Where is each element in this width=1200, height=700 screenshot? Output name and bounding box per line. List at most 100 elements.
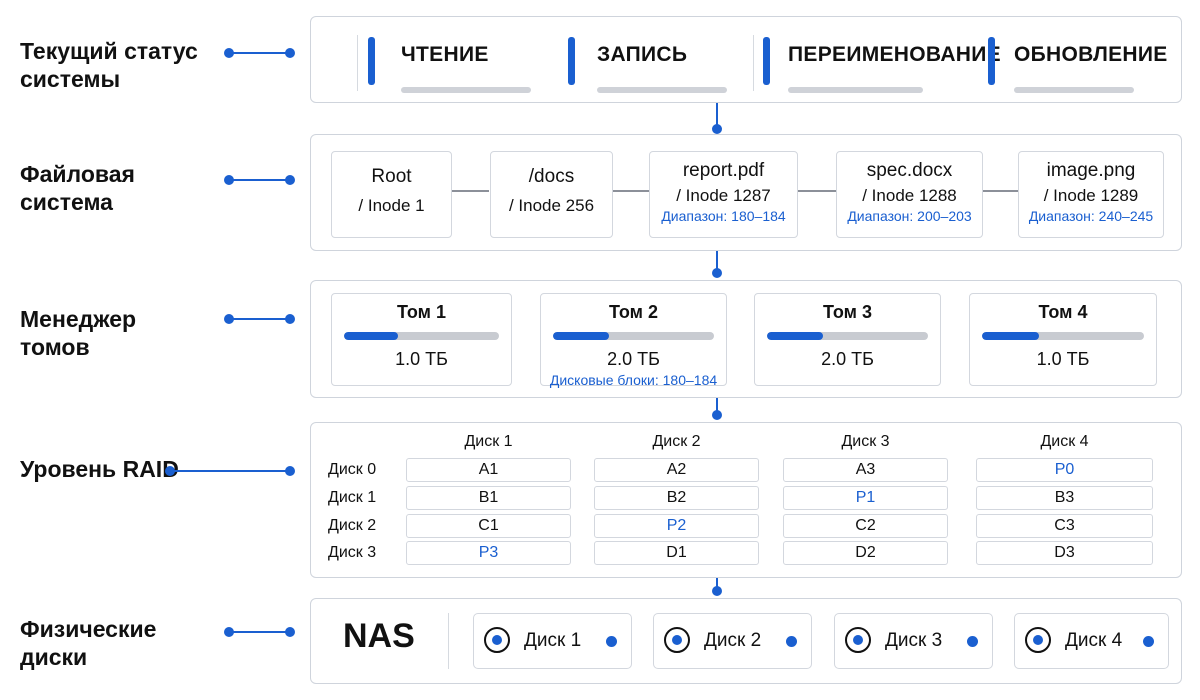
- volume-usage-fill: [553, 332, 610, 340]
- volume-usage-bar: [982, 332, 1144, 340]
- fs-link: [797, 190, 836, 192]
- status-underline: [788, 87, 923, 93]
- fs-node-range: Диапазон: 180–184: [661, 208, 786, 224]
- fs-node-name: Root: [371, 166, 412, 187]
- fs-node-inode: / Inode 1287: [676, 186, 771, 205]
- volume-usage-bar: [344, 332, 499, 340]
- row-label-status: Текущий статус системы: [20, 38, 198, 92]
- status-indicator: [368, 37, 375, 85]
- raid-block-cell[interactable]: C2: [783, 514, 948, 538]
- volume-usage-bar: [767, 332, 928, 340]
- status-write[interactable]: ЗАПИСЬ: [568, 17, 748, 102]
- status-label: ЧТЕНИЕ: [401, 43, 489, 66]
- fs-node-spec-docx[interactable]: spec.docx / Inode 1288 Диапазон: 200–203: [836, 151, 983, 238]
- raid-column-header: Диск 2: [652, 433, 701, 450]
- disk-name: Диск 4: [1065, 630, 1123, 651]
- physical-disks-panel: NAS Диск 1 Диск 2 Диск 3 Диск 4: [310, 598, 1182, 684]
- raid-block-cell[interactable]: A3: [783, 458, 948, 482]
- volume-size: 1.0 ТБ: [395, 349, 448, 369]
- fs-node-docs[interactable]: /docs / Inode 256: [490, 151, 613, 238]
- disk-card-4[interactable]: Диск 4: [1014, 613, 1169, 669]
- fs-node-name: /docs: [528, 166, 575, 187]
- raid-block-cell[interactable]: B3: [976, 486, 1153, 510]
- status-label: ЗАПИСЬ: [597, 43, 688, 66]
- disk-status-led: [967, 636, 978, 647]
- raid-block-cell[interactable]: B2: [594, 486, 759, 510]
- disk-icon: [484, 627, 510, 653]
- fs-node-inode: / Inode 256: [508, 196, 595, 215]
- raid-parity-cell[interactable]: P1: [783, 486, 948, 510]
- status-indicator: [763, 37, 770, 85]
- raid-parity-cell[interactable]: P3: [406, 541, 571, 565]
- volume-card-3[interactable]: Том 3 2.0 ТБ: [754, 293, 941, 386]
- status-update[interactable]: ОБНОВЛЕНИЕ: [988, 17, 1178, 102]
- disk-card-3[interactable]: Диск 3: [834, 613, 993, 669]
- disk-card-1[interactable]: Диск 1: [473, 613, 632, 669]
- fs-link: [451, 190, 489, 192]
- filesystem-panel: Root / Inode 1 /docs / Inode 256 report.…: [310, 134, 1182, 251]
- fs-node-image-png[interactable]: image.png / Inode 1289 Диапазон: 240–245: [1018, 151, 1164, 238]
- raid-parity-cell[interactable]: P0: [976, 458, 1153, 482]
- row-label-filesystem: Файловая система: [20, 161, 135, 215]
- disk-status-led: [606, 636, 617, 647]
- disk-card-2[interactable]: Диск 2: [653, 613, 812, 669]
- status-label: ОБНОВЛЕНИЕ: [1014, 43, 1168, 66]
- fs-node-inode: / Inode 1: [358, 196, 425, 215]
- fs-node-range: Диапазон: 200–203: [847, 208, 972, 224]
- volume-name: Том 3: [823, 302, 872, 322]
- status-panel: ЧТЕНИЕ ЗАПИСЬ ПЕРЕИМЕНОВАНИЕ ОБНОВЛЕНИЕ: [310, 16, 1182, 103]
- volume-card-2[interactable]: Том 2 2.0 ТБ Дисковые блоки: 180–184: [540, 293, 727, 388]
- raid-row-label: Диск 2: [328, 517, 377, 534]
- fs-node-inode: / Inode 1288: [862, 186, 957, 205]
- raid-row-label: Диск 0: [328, 461, 377, 478]
- row-label-physical-disks: Физические диски: [20, 616, 157, 670]
- fs-node-report-pdf[interactable]: report.pdf / Inode 1287 Диапазон: 180–18…: [649, 151, 798, 238]
- raid-row-label: Диск 1: [328, 489, 377, 506]
- disk-name: Диск 2: [704, 630, 762, 651]
- volume-size: 2.0 ТБ: [821, 349, 874, 369]
- raid-block-cell[interactable]: A2: [594, 458, 759, 482]
- status-rename[interactable]: ПЕРЕИМЕНОВАНИЕ: [763, 17, 1001, 102]
- volume-card-4[interactable]: Том 4 1.0 ТБ: [969, 293, 1157, 386]
- status-label: ПЕРЕИМЕНОВАНИЕ: [788, 43, 1001, 66]
- volume-size: 2.0 ТБ: [607, 349, 660, 369]
- raid-block-cell[interactable]: B1: [406, 486, 571, 510]
- volume-name: Том 1: [397, 302, 446, 322]
- volume-manager-panel: Том 1 1.0 ТБ Том 2 2.0 ТБ Дисковые блоки…: [310, 280, 1182, 398]
- raid-row-label: Диск 3: [328, 544, 377, 561]
- raid-column-header: Диск 1: [464, 433, 513, 450]
- raid-block-cell[interactable]: A1: [406, 458, 571, 482]
- fs-node-name: report.pdf: [682, 160, 765, 181]
- nas-label: NAS: [343, 617, 415, 655]
- status-underline: [401, 87, 531, 93]
- disk-icon: [1025, 627, 1051, 653]
- fs-link: [982, 190, 1018, 192]
- raid-block-cell[interactable]: C1: [406, 514, 571, 538]
- raid-column-header: Диск 4: [1040, 433, 1089, 450]
- fs-node-name: image.png: [1046, 160, 1136, 181]
- raid-panel: Диск 1 Диск 2 Диск 3 Диск 4 Диск 0 Диск …: [310, 422, 1182, 578]
- volume-usage-bar: [553, 332, 714, 340]
- row-label-raid: Уровень RAID: [20, 456, 179, 482]
- disk-icon: [664, 627, 690, 653]
- fs-node-root[interactable]: Root / Inode 1: [331, 151, 452, 238]
- status-underline: [597, 87, 727, 93]
- disk-name: Диск 1: [524, 630, 582, 651]
- status-read[interactable]: ЧТЕНИЕ: [368, 17, 548, 102]
- raid-block-cell[interactable]: C3: [976, 514, 1153, 538]
- volume-name: Том 2: [609, 302, 658, 322]
- volume-usage-fill: [982, 332, 1039, 340]
- volume-usage-fill: [767, 332, 824, 340]
- volume-card-1[interactable]: Том 1 1.0 ТБ: [331, 293, 512, 386]
- raid-block-cell[interactable]: D1: [594, 541, 759, 565]
- volume-name: Том 4: [1038, 302, 1088, 322]
- volume-blocks: Дисковые блоки: 180–184: [549, 372, 718, 388]
- raid-parity-cell[interactable]: P2: [594, 514, 759, 538]
- disk-icon: [845, 627, 871, 653]
- raid-block-cell[interactable]: D3: [976, 541, 1153, 565]
- fs-link: [612, 190, 649, 192]
- fs-node-inode: / Inode 1289: [1043, 186, 1139, 205]
- nas-divider: [448, 613, 449, 669]
- status-underline: [1014, 87, 1134, 93]
- raid-block-cell[interactable]: D2: [783, 541, 948, 565]
